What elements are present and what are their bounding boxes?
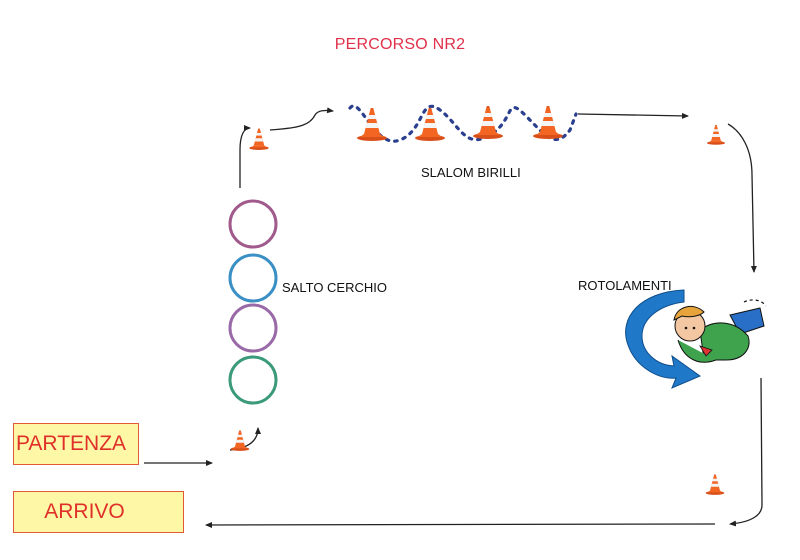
traffic-cone-icon [230, 430, 250, 451]
traffic-cone-icon [705, 474, 725, 495]
finish-box: ARRIVO [13, 491, 184, 533]
traffic-cone-icon [473, 106, 503, 139]
flow-arrow-icon [239, 125, 251, 188]
hoop-icon [228, 355, 278, 405]
flow-arrow-icon [729, 377, 763, 527]
hoop-column [228, 199, 278, 405]
traffic-cone-icon [249, 128, 269, 150]
traffic-cone-icon [415, 108, 445, 141]
slalom-path [348, 104, 578, 143]
traffic-cone-icon [357, 108, 387, 141]
traffic-cone-icon [707, 125, 725, 145]
hoop-icon [228, 253, 278, 303]
hoops-label: SALTO CERCHIO [282, 280, 387, 295]
flow-arrow-icon [269, 107, 334, 131]
rolling-child-icon [673, 299, 767, 363]
flow-arrow-icon [205, 521, 716, 528]
flow-arrow-icon [727, 123, 757, 273]
flow-arrow-icon [577, 112, 689, 119]
rolling-label: ROTOLAMENTI [578, 278, 672, 293]
traffic-cone-icon [533, 106, 563, 139]
hoop-icon [228, 199, 278, 249]
slalom-label: SLALOM BIRILLI [421, 165, 521, 180]
course-path [144, 107, 763, 528]
hoop-icon [228, 303, 278, 353]
rolling-arrow-icon [625, 289, 702, 389]
page-title: PERCORSO NR2 [334, 36, 466, 53]
start-box: PARTENZA [13, 423, 139, 465]
